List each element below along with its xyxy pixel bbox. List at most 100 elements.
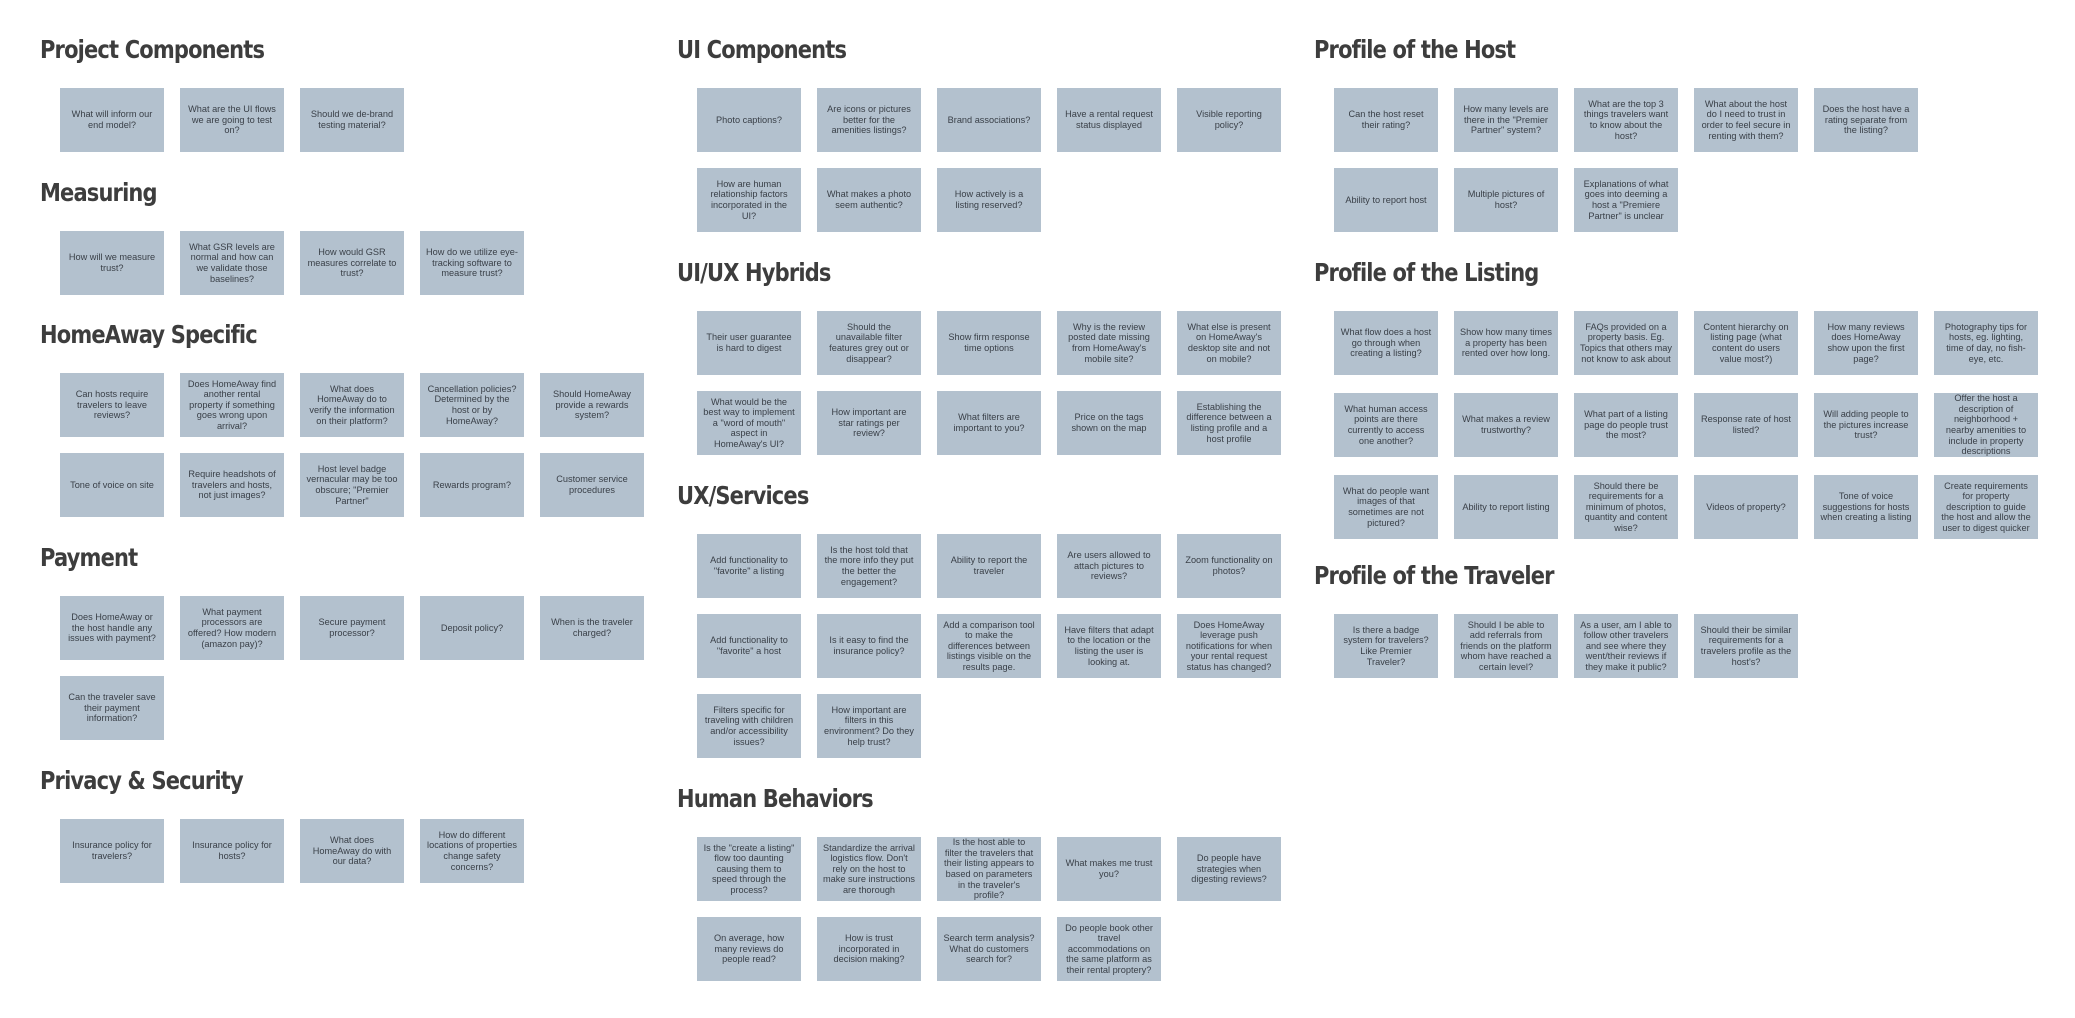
sticky-note[interactable]: Zoom functionality on photos? [1177,534,1281,598]
sticky-note[interactable]: FAQs provided on a property basis. Eg. T… [1574,311,1678,375]
sticky-note[interactable]: Tone of voice on site [60,453,164,517]
sticky-note[interactable]: How many levels are there in the "Premie… [1454,88,1558,152]
sticky-note[interactable]: Standardize the arrival logistics flow. … [817,837,921,901]
sticky-note[interactable]: Are users allowed to attach pictures to … [1057,534,1161,598]
sticky-note[interactable]: Do people book other travel accommodatio… [1057,917,1161,981]
sticky-note[interactable]: Search term analysis? What do customers … [937,917,1041,981]
sticky-note[interactable]: As a user, am I able to follow other tra… [1574,614,1678,678]
sticky-note[interactable]: How important are filters in this enviro… [817,694,921,758]
sticky-note[interactable]: Establishing the difference between a li… [1177,391,1281,455]
sticky-note[interactable]: Their user guarantee is hard to digest [697,311,801,375]
sticky-note[interactable]: Show how many times a property has been … [1454,311,1558,375]
sticky-note[interactable]: Multiple pictures of host? [1454,168,1558,232]
sticky-note[interactable]: Content hierarchy on listing page (what … [1694,311,1798,375]
sticky-note[interactable]: Will adding people to the pictures incre… [1814,393,1918,457]
sticky-note[interactable]: Can the host reset their rating? [1334,88,1438,152]
sticky-note[interactable]: Should I be able to add referrals from f… [1454,614,1558,678]
sticky-note[interactable]: Can hosts require travelers to leave rev… [60,373,164,437]
sticky-note[interactable]: Videos of property? [1694,475,1798,539]
sticky-note[interactable]: Is the "create a listing" flow too daunt… [697,837,801,901]
sticky-note[interactable]: Photography tips for hosts, eg. lighting… [1934,311,2038,375]
sticky-note[interactable]: How many reviews does HomeAway show upon… [1814,311,1918,375]
section-title: Profile of the Host [1314,35,1516,64]
sticky-note[interactable]: Is the host able to filter the travelers… [937,837,1041,901]
sticky-note[interactable]: Tone of voice suggestions for hosts when… [1814,475,1918,539]
sticky-note[interactable]: Is it easy to find the insurance policy? [817,614,921,678]
sticky-note[interactable]: Should their be similar requirements for… [1694,614,1798,678]
sticky-note[interactable]: Have a rental request status displayed [1057,88,1161,152]
sticky-note[interactable]: Are icons or pictures better for the ame… [817,88,921,152]
sticky-note[interactable]: What will inform our end model? [60,88,164,152]
sticky-note[interactable]: Why is the review posted date missing fr… [1057,311,1161,375]
sticky-note[interactable]: Customer service procedures [540,453,644,517]
sticky-note[interactable]: What are the top 3 things travelers want… [1574,88,1678,152]
sticky-note[interactable]: What would be the best way to implement … [697,391,801,455]
sticky-note[interactable]: Secure payment processor? [300,596,404,660]
sticky-note[interactable]: Do people have strategies when digesting… [1177,837,1281,901]
sticky-note[interactable]: Have filters that adapt to the location … [1057,614,1161,678]
sticky-note[interactable]: Does HomeAway or the host handle any iss… [60,596,164,660]
sticky-note[interactable]: Insurance policy for hosts? [180,819,284,883]
sticky-note[interactable]: What human access points are there curre… [1334,393,1438,457]
sticky-note[interactable]: How is trust incorporated in decision ma… [817,917,921,981]
sticky-note[interactable]: What part of a listing page do people tr… [1574,393,1678,457]
sticky-note[interactable]: Can the traveler save their payment info… [60,676,164,740]
sticky-note[interactable]: Ability to report host [1334,168,1438,232]
sticky-note[interactable]: Price on the tags shown on the map [1057,391,1161,455]
sticky-note[interactable]: What do people want images of that somet… [1334,475,1438,539]
sticky-note[interactable]: How important are star ratings per revie… [817,391,921,455]
sticky-note[interactable]: What payment processors are offered? How… [180,596,284,660]
sticky-note[interactable]: Should we de-brand testing material? [300,88,404,152]
sticky-note[interactable]: Should the unavailable filter features g… [817,311,921,375]
sticky-note[interactable]: Is there a badge system for travelers? L… [1334,614,1438,678]
sticky-note[interactable]: What makes a photo seem authentic? [817,168,921,232]
sticky-note[interactable]: Add functionality to "favorite" a listin… [697,534,801,598]
section-title: UX/Services [677,481,809,510]
sticky-note[interactable]: Create requirements for property descrip… [1934,475,2038,539]
sticky-note[interactable]: How actively is a listing reserved? [937,168,1041,232]
sticky-note[interactable]: Visible reporting policy? [1177,88,1281,152]
section-title: Privacy & Security [40,766,244,795]
sticky-note[interactable]: What else is present on HomeAway's deskt… [1177,311,1281,375]
sticky-note[interactable]: Show firm response time options [937,311,1041,375]
sticky-note[interactable]: Is the host told that the more info they… [817,534,921,598]
sticky-note[interactable]: What about the host do I need to trust i… [1694,88,1798,152]
sticky-note[interactable]: Rewards program? [420,453,524,517]
sticky-note[interactable]: Should there be requirements for a minim… [1574,475,1678,539]
sticky-note[interactable]: Require headshots of travelers and hosts… [180,453,284,517]
sticky-note[interactable]: What makes me trust you? [1057,837,1161,901]
sticky-note[interactable]: Add functionality to "favorite" a host [697,614,801,678]
sticky-note[interactable]: What makes a review trustworthy? [1454,393,1558,457]
sticky-note[interactable]: Does HomeAway leverage push notification… [1177,614,1281,678]
sticky-note[interactable]: Host level badge vernacular may be too o… [300,453,404,517]
sticky-note[interactable]: Add a comparison tool to make the differ… [937,614,1041,678]
sticky-note[interactable]: Response rate of host listed? [1694,393,1798,457]
sticky-note[interactable]: When is the traveler charged? [540,596,644,660]
sticky-note[interactable]: How do different locations of properties… [420,819,524,883]
sticky-note[interactable]: What does HomeAway do with our data? [300,819,404,883]
sticky-note[interactable]: How do we utilize eye-tracking software … [420,231,524,295]
sticky-note[interactable]: Cancellation policies? Determined by the… [420,373,524,437]
sticky-note[interactable]: How are human relationship factors incor… [697,168,801,232]
sticky-note[interactable]: Filters specific for traveling with chil… [697,694,801,758]
sticky-note[interactable]: Brand associations? [937,88,1041,152]
sticky-note[interactable]: What filters are important to you? [937,391,1041,455]
sticky-note[interactable]: Offer the host a description of neighbor… [1934,393,2038,457]
sticky-note[interactable]: Should HomeAway provide a rewards system… [540,373,644,437]
sticky-note[interactable]: How will we measure trust? [60,231,164,295]
sticky-note[interactable]: Deposit policy? [420,596,524,660]
sticky-note[interactable]: Photo captions? [697,88,801,152]
sticky-note[interactable]: Ability to report listing [1454,475,1558,539]
sticky-note[interactable]: Does HomeAway find another rental proper… [180,373,284,437]
sticky-note[interactable]: What are the UI flows we are going to te… [180,88,284,152]
sticky-note[interactable]: Ability to report the traveler [937,534,1041,598]
sticky-note[interactable]: Explanations of what goes into deeming a… [1574,168,1678,232]
sticky-note[interactable]: Insurance policy for travelers? [60,819,164,883]
sticky-note[interactable]: On average, how many reviews do people r… [697,917,801,981]
sticky-note[interactable]: Does the host have a rating separate fro… [1814,88,1918,152]
sticky-note[interactable]: What GSR levels are normal and how can w… [180,231,284,295]
sticky-note[interactable]: What flow does a host go through when cr… [1334,311,1438,375]
sticky-note[interactable]: What does HomeAway do to verify the info… [300,373,404,437]
sticky-note[interactable]: How would GSR measures correlate to trus… [300,231,404,295]
